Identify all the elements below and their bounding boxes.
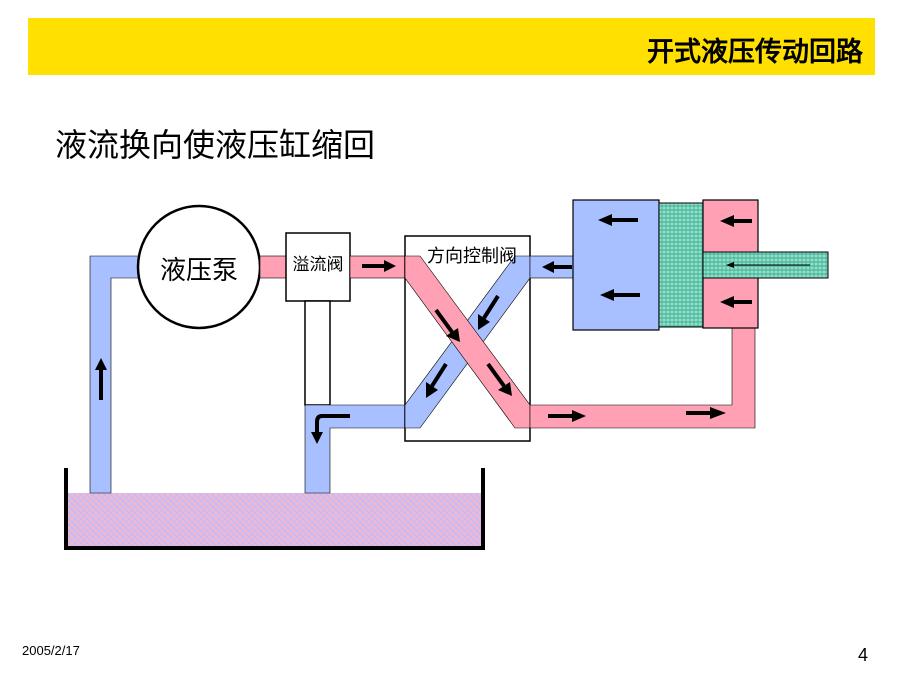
valve-pressure-arrowhead-2-icon xyxy=(498,382,512,396)
rod-chamber-arrowhead-1-icon xyxy=(720,215,734,227)
pump-outlet-line xyxy=(259,255,287,279)
relief-valve xyxy=(285,232,351,302)
valve-return-arrow-1-icon xyxy=(482,294,500,320)
rod-line-arrowhead-1-icon xyxy=(572,410,586,422)
reservoir-tank xyxy=(64,468,485,550)
rod-thin-arrowhead-icon xyxy=(726,262,734,268)
suction-arrowhead-icon xyxy=(95,358,107,370)
slide-subtitle: 液流换向使液压缸缩回 xyxy=(55,126,376,164)
valve-return-arrowhead-1-icon xyxy=(478,314,490,330)
header-bar: 开式液压传动回路 xyxy=(28,18,875,75)
cap-chamber-arrowhead-2-icon xyxy=(600,289,614,301)
rod-line-arrowhead-2-icon xyxy=(710,407,726,419)
header-title: 开式液压传动回路 xyxy=(647,37,863,68)
return-bend-arrow-icon xyxy=(315,414,350,434)
rod-chamber-arrowhead-2-icon xyxy=(720,296,734,308)
directional-valve-label: 方向控制阀 xyxy=(427,246,517,267)
inlet-arrowhead-icon xyxy=(384,260,396,272)
valve-return-arrowhead-2-icon xyxy=(426,382,438,398)
valve-pressure-arrow-1-icon xyxy=(434,308,454,334)
page-number: 4 xyxy=(858,645,869,665)
reservoir-oil xyxy=(68,493,481,546)
valve-return-arrow-2-icon xyxy=(430,362,448,388)
suction-line xyxy=(89,255,141,494)
pump-label: 液压泵 xyxy=(160,256,238,286)
valve-pressure-arrowhead-1-icon xyxy=(446,328,460,342)
relief-valve-label: 溢流阀 xyxy=(293,255,344,275)
cap-end-arrowhead-icon xyxy=(542,261,554,273)
valve-pressure-arrow-2-icon xyxy=(486,362,506,388)
cylinder-piston xyxy=(658,202,704,328)
return-bend-arrowhead-icon xyxy=(311,432,323,444)
footer-date: 2005/2/17 xyxy=(22,643,80,658)
cap-chamber-arrowhead-1-icon xyxy=(598,214,612,226)
relief-discharge-line xyxy=(304,300,331,406)
